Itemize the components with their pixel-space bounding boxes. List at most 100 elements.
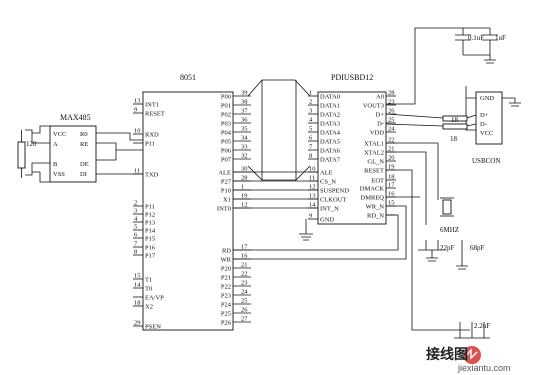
usb-chip-body [317,91,387,225]
decoupling-caps: 0.1uF 1uF [386,27,506,105]
usb-pin-number: 26 [388,108,395,115]
usb-pin-name: A0 [376,93,384,100]
resistor-18-label: 18 [450,135,458,143]
wire-reset [386,169,470,331]
wire-wr [233,205,407,260]
mcu-pin-name: P25 [221,310,231,317]
usb-pin-name: DATA6 [320,147,341,154]
mcu-pin-number: 34 [241,135,248,142]
electronics-logo-icon [463,346,481,364]
mcu-pin-number: 23 [241,280,248,287]
mcu-pin-number: 7 [134,241,138,248]
mcu-pin-number: 26 [241,307,248,314]
wire-re-de [96,142,117,161]
watermark: 接线图 jiexiantu.com [426,346,511,373]
mcu-pin-number: 12 [241,202,248,209]
mcu-pin-name: P06 [221,147,232,154]
usb-pin-number: 23 [388,99,395,106]
usb-pin-number: 7 [309,144,313,151]
rs485-max485: MAX485 VCC A B VSS R0 RE DE DI [25,113,143,183]
usb-pin-number: 8 [309,153,312,160]
mcu-pin-number: 25 [241,298,248,305]
usb-pin-number: 18 [388,174,395,181]
usb-pin-number: 20 [388,155,395,162]
usb-pin-name: DATA1 [320,102,340,109]
logo-bolt-icon [466,348,478,360]
usbcon-pin-gnd: GND [480,95,494,102]
usb-pin-number: 28 [388,90,395,97]
mcu-pin-number: 18 [134,300,141,307]
usb-pin-number: 6 [309,135,313,142]
cap-1uf-label: 1uF [495,34,506,42]
bottom-caps: 2.2uF [454,322,490,339]
usbcon-pin-dplus: D+ [480,112,489,119]
mcu-pin-number: 10 [134,128,141,135]
bus-bundle-right [295,80,311,181]
data-bus [247,79,311,181]
mcu-pin-number: 21 [241,262,248,269]
mcu-pin-number: 30 [241,166,248,173]
usb-chip-title: PDIUSBD12 [331,73,373,82]
usb-pin-name: INT_N [320,205,339,212]
usb-pin-number: 24 [388,126,395,133]
usb-pin-number: 13 [309,193,316,200]
resistor-120-body [17,141,26,169]
usb-pin-number: 10 [309,166,316,173]
mcu-pin-name: TXD [145,171,159,178]
usb-pin-name: GL_N [367,158,384,165]
usb-pin-number: 4 [309,117,313,124]
mcu-pin-name: P13 [145,219,155,226]
mcu-pin-name: WR [221,256,232,263]
usb-pin-number: 25 [388,117,395,124]
mcu-title: 8051 [180,73,196,82]
mcu-8051: 8051 13INT19RESET10RXDP1111TXD2P113P124P… [133,73,251,331]
rs485-pin-di: DI [80,171,87,178]
cap-0-1uf-label: 0.1uF [468,34,484,42]
usb-connector: GND D+ D- VCC USBCON [465,86,521,165]
mcu-pin-number: 1 [241,184,244,191]
mcu-pin-name: P11 [145,140,155,147]
usb-pin-number: 19 [388,164,395,171]
rs485-pin-b: B [53,161,58,168]
wire-dplus-dminus [385,113,477,127]
mcu-pin-number: 32 [241,153,248,160]
usbcon-power-wire [465,86,476,131]
resistor-dplus [442,115,468,122]
usb-pin-name: DATA5 [320,138,340,145]
mcu-pin-number: 16 [241,253,248,260]
rs485-pin-vcc: VCC [53,131,66,138]
usbcon-pin-dminus: D- [480,121,487,128]
mcu-pin-name: P24 [221,301,232,308]
mcu-pin-name: EA/VP [145,294,164,301]
bus-bundle-top [247,79,311,97]
mcu-pin-name: P26 [221,319,232,326]
mcu-right-pins: 39P0038P0137P0236P0335P0434P0533P0632P07… [217,90,251,326]
mcu-pin-number: 37 [241,108,248,115]
rs485-pin-a: A [53,141,58,148]
resistor-120: 120 [17,130,37,178]
bus-bundle-left [247,80,263,181]
mcu-pin-name: P02 [221,111,231,118]
wire-r0-rxd [96,132,143,141]
usb-pin-number: 15 [388,200,395,207]
mcu-pin-number: 3 [134,208,137,215]
mcu-pin-number: 14 [134,282,141,289]
mcu-pin-name: P10 [221,187,231,194]
mcu-pin-name: P01 [221,102,231,109]
rs485-pin-re: RE [80,141,88,148]
usb-pin-number: 11 [309,175,315,182]
usb-pin-name: D- [377,120,384,127]
mcu-pin-name: X2 [145,303,153,310]
mcu-pin-name: RXD [145,131,159,138]
rs485-pin-de: DE [80,161,89,168]
resistor-18-top-label: 18 [451,116,459,124]
usb-pin-name: RESET [364,167,384,174]
mcu-pin-name: P07 [221,156,232,163]
mcu-pin-name: RESET [145,110,165,117]
usb-pin-name: EOT [371,177,384,184]
mcu-pin-name: P03 [221,120,231,127]
usb-pin-number: 9 [309,213,312,220]
mcu-pin-number: 35 [241,126,248,133]
mcu-pin-number: 17 [241,244,248,251]
